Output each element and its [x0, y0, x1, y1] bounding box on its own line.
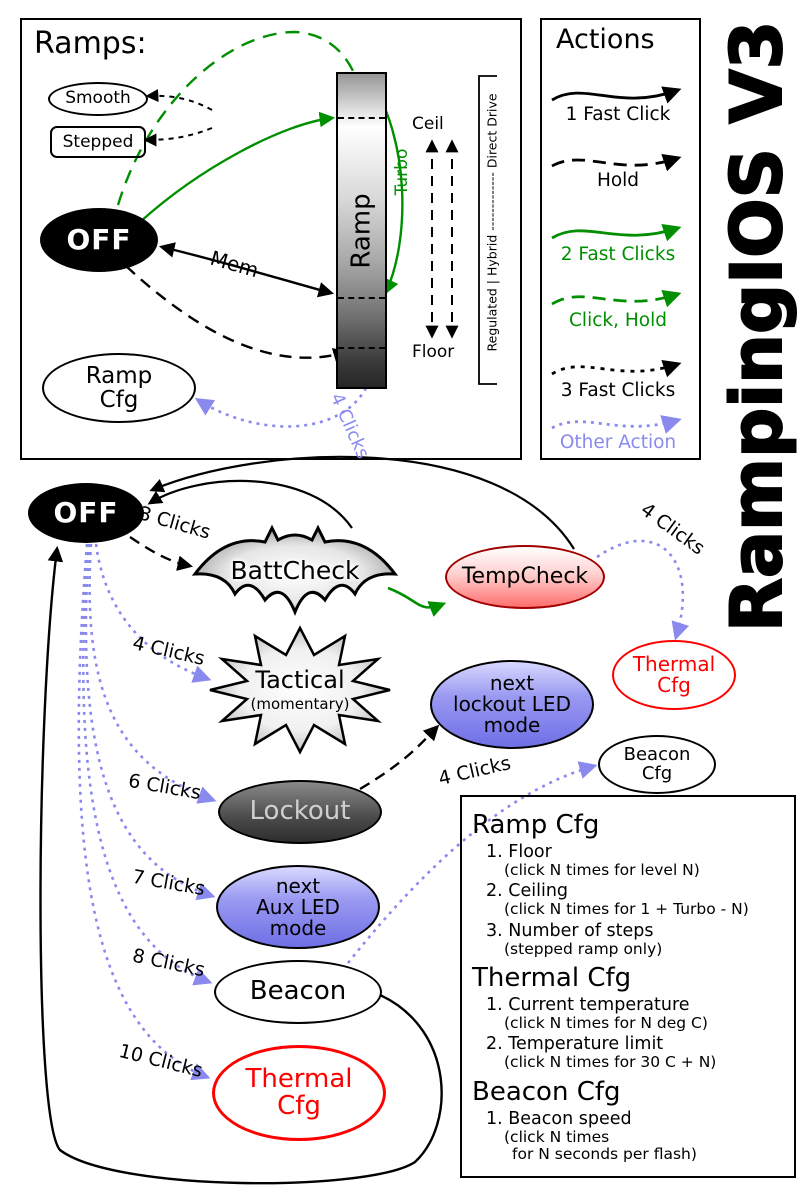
config-sub: (click N times for 30 C + N) [504, 1053, 717, 1072]
config-sub: (click N times [504, 1127, 610, 1146]
legend-label-2fastclicks: 2 Fast Clicks [560, 244, 676, 265]
ramps-panel [20, 18, 522, 460]
config-heading-beacon: Beacon Cfg [472, 1076, 621, 1107]
config-sub: (click N times for 1 + Turbo - N) [504, 900, 749, 919]
clicks10-label: 10 Clicks [116, 1039, 205, 1083]
lockout-node: Lockout [218, 780, 382, 844]
clicks4-temp-label: 4 Clicks [636, 498, 709, 560]
mem-line [338, 297, 385, 299]
thermal-cfg-node-right: Thermal Cfg [612, 640, 736, 710]
arrow-battcheck-to-tempcheck [387, 586, 447, 617]
legend-label-otheraction: Other Action [559, 432, 677, 453]
config-heading-thermal: Thermal Cfg [472, 963, 632, 994]
config-item: 1. Beacon speed [486, 1108, 632, 1129]
config-sub: (click N times for N deg C) [504, 1014, 708, 1033]
thermal-cfg-node-bottom: Thermal Cfg [212, 1045, 386, 1141]
arrow-4clicks-thermal-cfg [596, 539, 690, 641]
config-box: Ramp Cfg 1. Floor (click N times for lev… [460, 795, 796, 1178]
clicks3-label: 3 Clicks [136, 502, 213, 544]
clicks7-label: 7 Clicks [130, 865, 207, 901]
thermal-cfg-line2: Cfg [277, 1091, 321, 1121]
drive-scale-label: Regulated | Hybrid ------------- Direct … [484, 93, 500, 352]
beacon-cfg-node: Beacon Cfg [598, 735, 716, 794]
clicks4-label: 4 Clicks [130, 632, 207, 670]
arrow-tempcheck-to-off [149, 455, 575, 550]
arrow-8clicks-beacon [81, 543, 213, 986]
aux-led-line3: mode [269, 915, 327, 940]
thermal-cfg-right-line1: Thermal [632, 652, 716, 676]
floor-label: Floor [412, 342, 455, 362]
legend-label-hold: Hold [596, 170, 640, 191]
ramp-bar-label: Ramp [346, 192, 377, 269]
thermal-cfg-line1: Thermal [245, 1063, 353, 1094]
ramps-panel-title: Ramps: [34, 26, 147, 61]
stepped-ramp-node: Stepped [50, 126, 146, 158]
legend-label-1fastclick: 1 Fast Click [565, 104, 671, 125]
config-heading-ramp: Ramp Cfg [472, 810, 600, 840]
ramp-bar: Ramp [336, 72, 387, 389]
config-item: 2. Temperature limit [486, 1034, 664, 1055]
clicks8-label: 8 Clicks [130, 944, 207, 982]
config-sub: for N seconds per flash) [512, 1145, 697, 1164]
clicks4-beacon-label: 4 Clicks [436, 752, 513, 790]
off-node-main: OFF [28, 483, 144, 543]
ceil-label: Ceil [412, 114, 444, 134]
off-label: OFF [53, 496, 119, 530]
config-item: 1. Floor [486, 842, 552, 862]
arrow-10clicks-thermal [77, 543, 211, 1081]
config-sub: (stepped ramp only) [504, 939, 663, 958]
off-label: OFF [66, 223, 132, 257]
ramp-cfg-line1: Ramp [85, 362, 153, 389]
arrow-3clicks-battcheck [129, 536, 194, 571]
smooth-ramp-node: Smooth [48, 82, 148, 116]
tactical-label-line2: (momentary) [250, 695, 350, 713]
lockout-led-line3: mode [483, 713, 541, 737]
app-title-container: RampingIOS V3 [700, 0, 812, 650]
battcheck-label: BattCheck [230, 556, 360, 585]
config-item: 2. Ceiling [486, 881, 569, 902]
clicks6-label: 6 Clicks [126, 769, 203, 805]
legend-label-clickhold: Click, Hold [569, 310, 667, 331]
aux-led-mode-node: next Aux LED mode [216, 865, 380, 949]
arrow-lockout-to-led-mode [359, 724, 440, 791]
beacon-cfg-line1: Beacon [623, 743, 691, 765]
beacon-node: Beacon [214, 960, 382, 1024]
lockout-led-line2: lockout LED [453, 692, 571, 716]
lockout-led-line1: next [489, 671, 535, 695]
app-title: RampingIOS V3 [715, 20, 799, 633]
config-item: 3. Number of steps [486, 920, 654, 941]
lockout-led-mode-node: next lockout LED mode [430, 660, 594, 749]
stepped-ramp-label: Stepped [62, 132, 134, 152]
ramp-cfg-line2: Cfg [99, 387, 139, 413]
aux-led-line1: next [275, 873, 321, 898]
smooth-ramp-label: Smooth [65, 88, 131, 109]
arrow-7clicks-aux [84, 543, 216, 901]
ramp-cfg-node: Ramp Cfg [42, 353, 196, 423]
actions-panel [540, 18, 701, 460]
aux-led-line2: Aux LED [256, 894, 340, 919]
turbo-label: Turbo [392, 148, 412, 196]
turbo-line [338, 117, 385, 119]
thermal-cfg-right-line2: Cfg [657, 673, 691, 697]
tempcheck-label: TempCheck [461, 564, 589, 590]
legend-label-3fastclicks: 3 Fast Clicks [560, 380, 676, 401]
tactical-label-line1: Tactical [255, 666, 345, 694]
config-sub: (click N times for level N) [504, 861, 700, 879]
beacon-cfg-line2: Cfg [641, 762, 673, 784]
floor-line [338, 347, 385, 349]
lockout-label: Lockout [249, 796, 351, 827]
actions-panel-title: Actions [556, 24, 655, 55]
config-item: 1. Current temperature [486, 995, 690, 1016]
tempcheck-node: TempCheck [445, 545, 605, 609]
beacon-label: Beacon [249, 976, 347, 1007]
off-node-ramps: OFF [40, 208, 158, 272]
